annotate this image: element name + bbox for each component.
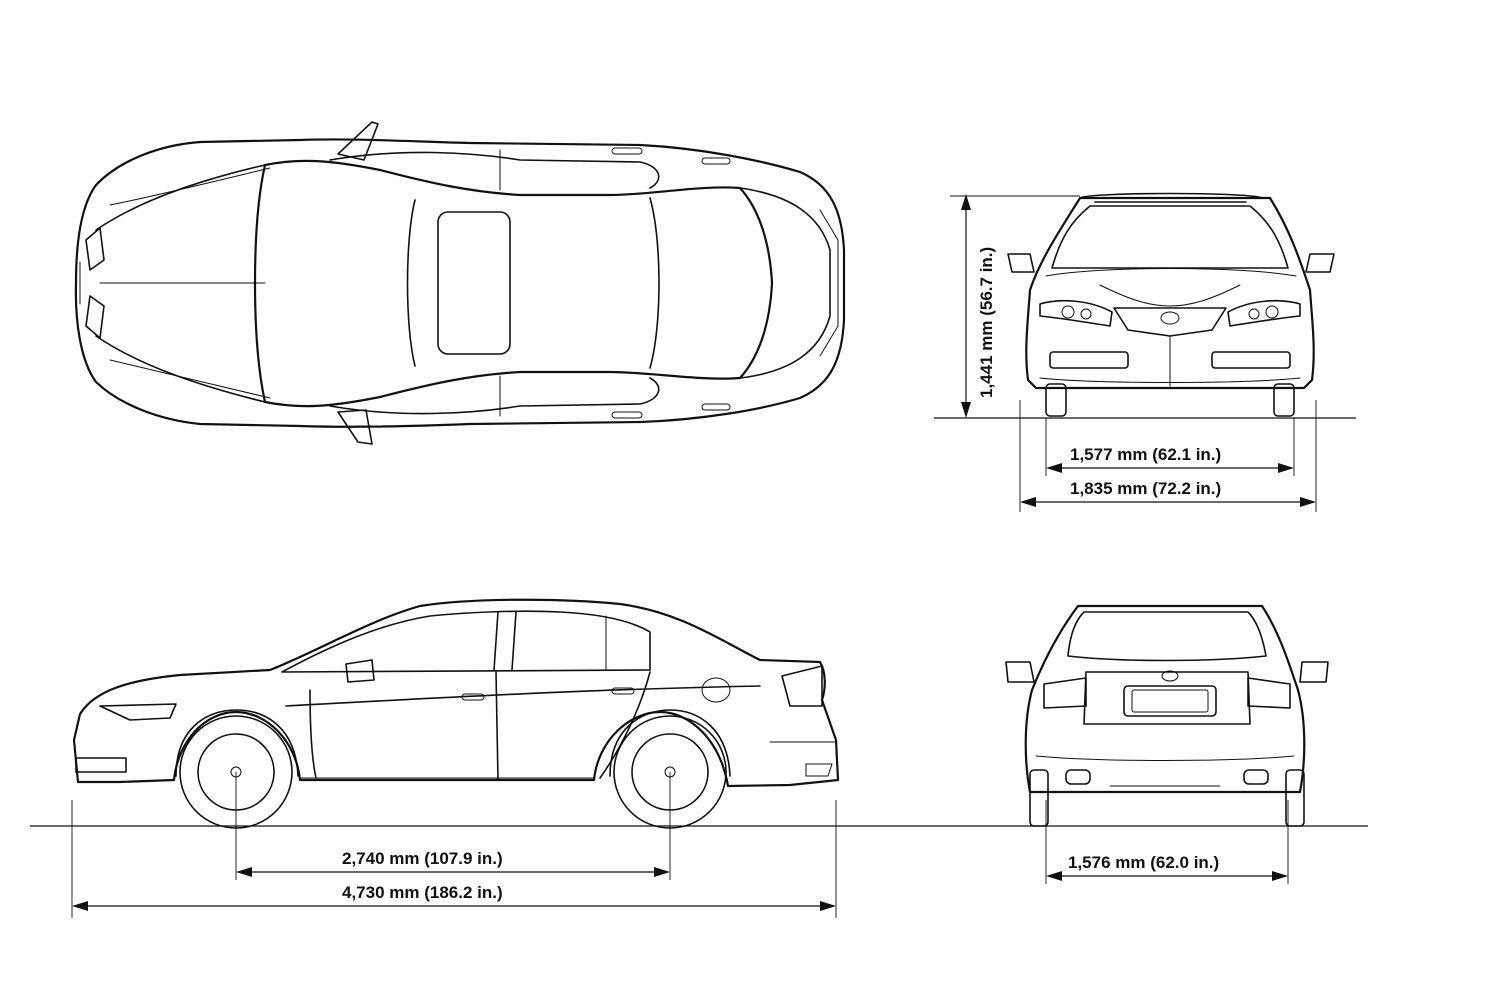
overall-length-dimension: 4,730 mm (186.2 in.) (71, 800, 837, 918)
front-track-label: 1,577 mm (62.1 in.) (1070, 445, 1221, 464)
overall-length-label: 4,730 mm (186.2 in.) (342, 883, 503, 902)
car-side-view (72, 598, 840, 829)
rear-track-label: 1,576 mm (62.0 in.) (1068, 853, 1219, 872)
wheelbase-label: 2,740 mm (107.9 in.) (342, 849, 503, 868)
car-rear-view (1005, 604, 1329, 827)
overall-width-label: 1,835 mm (72.2 in.) (1070, 479, 1221, 498)
rear-track-dimension: 1,576 mm (62.0 in.) (1045, 800, 1289, 884)
height-dimension: 1,441 mm (56.7 in.) (950, 194, 1080, 418)
height-label: 1,441 mm (56.7 in.) (977, 247, 996, 398)
front-track-dimension: 1,577 mm (62.1 in.) (1045, 418, 1295, 476)
car-front-view (1007, 192, 1335, 417)
car-top-view (74, 121, 846, 445)
wheelbase-dimension: 2,740 mm (107.9 in.) (235, 772, 671, 880)
overall-width-dimension: 1,835 mm (72.2 in.) (1019, 400, 1317, 512)
